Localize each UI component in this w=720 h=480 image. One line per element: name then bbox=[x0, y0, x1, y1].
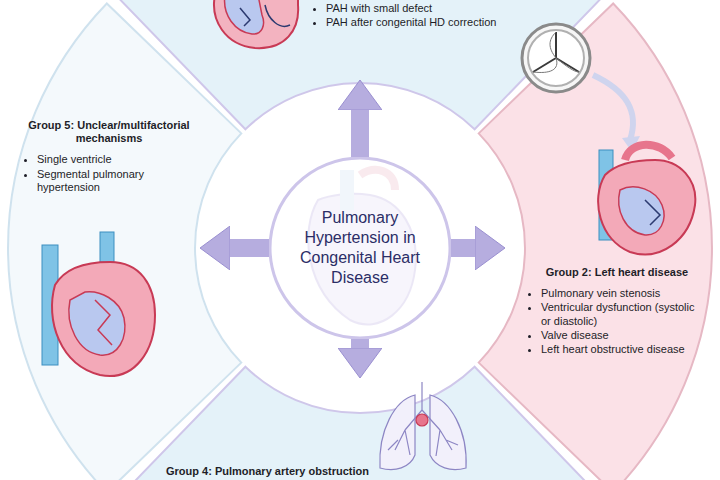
center-title: Pulmonary Hypertension in Congenital Hea… bbox=[285, 208, 435, 288]
valve-icon bbox=[522, 24, 640, 152]
block-arrow bbox=[230, 239, 269, 257]
bullet-item: Single ventricle bbox=[37, 153, 195, 166]
center-circle bbox=[270, 158, 450, 338]
bullet-item: Left heart obstructive disease bbox=[541, 343, 707, 356]
center-circle-node: Pulmonary Hypertension in Congenital Hea… bbox=[272, 160, 448, 336]
group-panel: Group 2: Left heart diseasePulmonary vei… bbox=[505, 40, 710, 440]
block-arrow bbox=[351, 339, 369, 348]
group-heading: Group 4: Pulmonary artery obstruction bbox=[160, 465, 375, 478]
group-text: Group 2: Left heart diseasePulmonary vei… bbox=[527, 266, 707, 357]
group-text: PAH with small defectPAH after congenita… bbox=[312, 2, 527, 30]
group-panel: PAH with small defectPAH after congenita… bbox=[230, 0, 530, 80]
group-panel: Group 5: Unclear/multifactorial mechanis… bbox=[15, 105, 200, 395]
group-heading: Group 5: Unclear/multifactorial mechanis… bbox=[23, 119, 195, 145]
bullet-item: Ventricular dysfunction (systolic or dia… bbox=[541, 301, 707, 327]
block-arrow bbox=[451, 239, 475, 257]
faded-heart bbox=[308, 170, 415, 324]
bullet-item: PAH with small defect bbox=[326, 2, 527, 15]
bullet-item: PAH after congenital HD correction bbox=[326, 16, 527, 29]
sector-left bbox=[8, 4, 241, 480]
heart-top bbox=[214, 0, 298, 48]
bullet-item: Segmental pulmonary hypertension bbox=[37, 168, 195, 194]
bullet-list: Single ventricleSegmental pulmonary hype… bbox=[23, 153, 195, 194]
group-text: Group 5: Unclear/multifactorial mechanis… bbox=[23, 119, 195, 195]
heart-left bbox=[42, 232, 155, 376]
bullet-item: Valve disease bbox=[541, 329, 707, 342]
bullet-item: Pulmonary vein stenosis bbox=[541, 287, 707, 300]
block-arrow bbox=[351, 110, 369, 157]
bullet-list: Pulmonary vein stenosisVentricular dysfu… bbox=[527, 287, 707, 356]
bullet-list: PAH with small defectPAH after congenita… bbox=[312, 2, 527, 29]
group-text: Group 4: Pulmonary artery obstruction bbox=[160, 465, 375, 478]
group-heading: Group 2: Left heart disease bbox=[527, 266, 707, 279]
heart-right bbox=[598, 145, 695, 255]
lungs-icon bbox=[380, 382, 466, 469]
group-panel: Group 4: Pulmonary artery obstruction bbox=[150, 378, 510, 480]
